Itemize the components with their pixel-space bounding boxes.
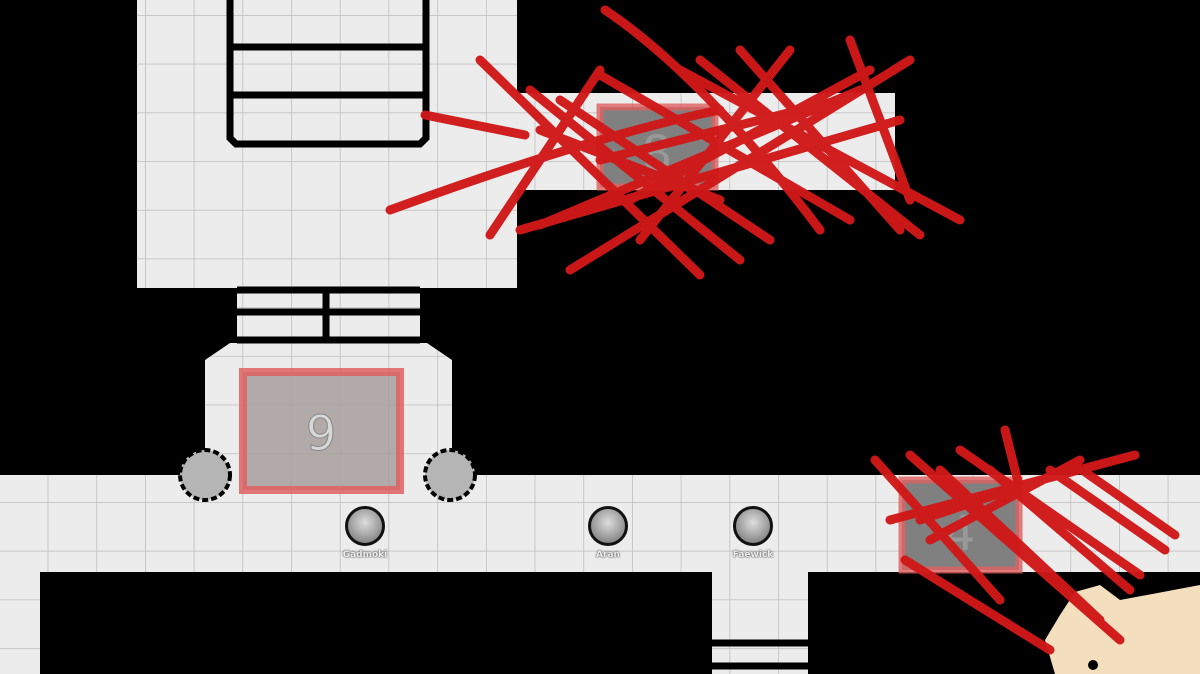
pillar-right: [423, 448, 477, 502]
token-name: Faewick: [732, 550, 774, 560]
stairs: [237, 286, 808, 670]
red-scribble-drawing[interactable]: [385, 5, 1180, 655]
room-number: 9: [306, 406, 337, 462]
token-faewick[interactable]: Faewick: [731, 506, 775, 560]
token-name: Aran: [596, 550, 620, 560]
token-name: Gadmoki: [342, 550, 388, 560]
pillar-left: [178, 448, 232, 502]
token-gadmoki[interactable]: Gadmoki: [343, 506, 387, 560]
dwarf-portrait-icon: [345, 506, 385, 546]
room-marker-9[interactable]: 9: [239, 368, 404, 494]
elf-portrait-icon: [588, 506, 628, 546]
gnome-portrait-icon: [733, 506, 773, 546]
token-aran[interactable]: Aran: [586, 506, 630, 560]
